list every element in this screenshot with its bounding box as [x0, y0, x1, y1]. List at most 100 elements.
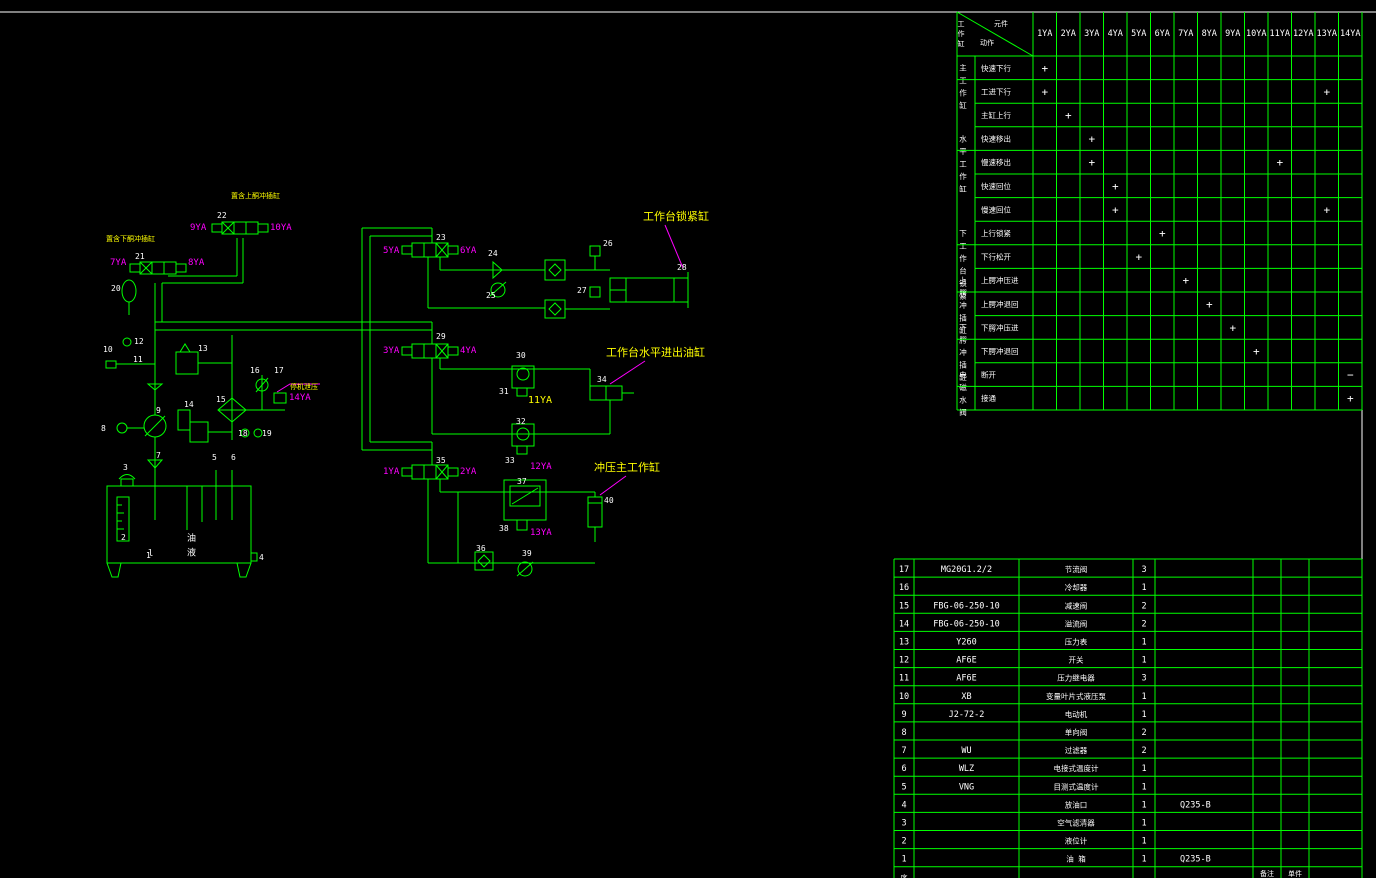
tag-15: 15 [216, 395, 226, 404]
part-code: WU [961, 746, 971, 756]
action-mark: + [1347, 392, 1354, 405]
sol-12ya: 12YA [530, 462, 552, 472]
valve-22 [211, 221, 269, 235]
footer-col-3: 单件 [1288, 869, 1302, 878]
part-qty: 1 [1141, 855, 1146, 865]
valve-23 [401, 242, 459, 258]
col-header-4ya: 4YA [1108, 29, 1123, 39]
part-qty: 1 [1141, 800, 1146, 810]
col-header-1ya: 1YA [1037, 29, 1052, 39]
part-name: 电动机 [1065, 709, 1088, 719]
sol-2ya: 2YA [460, 467, 477, 477]
tag-35: 35 [436, 456, 446, 465]
pump-motor [116, 283, 167, 486]
hydraulic-schematic: 油 液 l [105, 221, 689, 578]
part-name: 压力继电器 [1057, 673, 1095, 683]
tag-17: 17 [274, 366, 284, 375]
part-no: 3 [901, 818, 906, 828]
part-code: J2-72-2 [949, 710, 985, 720]
action-label: 慢速回位 [981, 204, 1011, 214]
action-label: 断开 [981, 370, 996, 380]
part-name: 开关 [1069, 655, 1085, 665]
action-mark: + [1112, 180, 1119, 193]
tag-18: 18 [238, 429, 248, 438]
corner-left-label: 工作缸 [957, 20, 965, 50]
callout-lock-cylinder: 工作台锁紧缸 [643, 209, 709, 223]
callout-horizontal-cylinder: 工作台水平进出油缸 [606, 345, 705, 359]
part-code: XB [961, 692, 971, 702]
col-header-10ya: 10YA [1246, 29, 1266, 39]
col-header-3ya: 3YA [1084, 29, 1099, 39]
part-qty: 2 [1141, 728, 1146, 738]
part-code: AF6E [956, 656, 976, 666]
part-qty: 2 [1141, 601, 1146, 611]
tag-14: 14 [184, 400, 194, 409]
tag-32: 32 [516, 417, 526, 426]
part-name: 目测式温度计 [1054, 781, 1099, 791]
action-mark: + [1323, 85, 1330, 98]
action-mark: + [1229, 321, 1236, 334]
tank-level: l [148, 549, 153, 559]
part-name: 放油口 [1065, 799, 1088, 809]
callout-press-cylinder: 冲压主工作缸 [594, 460, 660, 474]
part-no: 7 [901, 746, 906, 756]
tank-label: 油 液 [185, 532, 196, 557]
col-header-14ya: 14YA [1340, 29, 1360, 39]
part-code: AF6E [956, 674, 976, 684]
col-header-8ya: 8YA [1202, 29, 1217, 39]
part-qty: 1 [1141, 818, 1146, 828]
part-no: 4 [901, 800, 906, 810]
part-qty: 1 [1141, 837, 1146, 847]
sol-4ya: 4YA [460, 346, 477, 356]
action-mark: + [1276, 156, 1283, 169]
col-header-2ya: 2YA [1061, 29, 1076, 39]
tag-30: 30 [516, 351, 526, 360]
tag-7: 7 [156, 451, 161, 460]
part-qty: 3 [1141, 565, 1146, 575]
action-label: 接通 [981, 393, 996, 403]
part-qty: 3 [1141, 674, 1146, 684]
action-label: 慢速移出 [981, 157, 1011, 167]
action-label: 上行锁紧 [981, 228, 1011, 238]
action-mark: + [1041, 62, 1048, 75]
part-qty: 1 [1141, 710, 1146, 720]
sol-6ya: 6YA [460, 246, 477, 256]
action-label: 快速移出 [981, 134, 1011, 144]
group-label: 水平工作缸 [958, 133, 967, 197]
tag-38: 38 [499, 524, 509, 533]
col-header-9ya: 9YA [1225, 29, 1240, 39]
tag-39: 39 [522, 549, 532, 558]
action-mark: + [1323, 203, 1330, 216]
part-name: 油 箱 [1066, 854, 1086, 864]
footer-col-2: 备注 [1260, 869, 1274, 878]
part-no: 6 [901, 764, 906, 774]
part-no: 11 [899, 674, 909, 684]
valve-29 [401, 343, 459, 359]
sol-10ya: 10YA [270, 223, 292, 233]
part-name: 节流阀 [1065, 564, 1088, 574]
part-no: 9 [901, 710, 906, 720]
action-label: 下腭冲退回 [981, 346, 1019, 356]
part-qty: 1 [1141, 692, 1146, 702]
sol-9ya: 9YA [190, 223, 207, 233]
group-label: 下腭冲插缸 [958, 323, 967, 386]
tag-34: 34 [597, 375, 607, 384]
sol-13ya: 13YA [530, 528, 552, 538]
label-lower-eject: 置含下酮冲插缸 [106, 234, 155, 243]
col-header-12ya: 12YA [1293, 29, 1313, 39]
part-name: 减速阀 [1065, 600, 1088, 610]
part-qty: 2 [1141, 619, 1146, 629]
tag-23: 23 [436, 233, 446, 242]
part-name: 单向阀 [1065, 727, 1088, 737]
part-no: 12 [899, 656, 909, 666]
tag-4: 4 [259, 553, 264, 562]
part-material: Q235-B [1180, 855, 1211, 865]
part-qty: 1 [1141, 764, 1146, 774]
part-material: Q235-B [1180, 800, 1211, 810]
tag-22: 22 [217, 211, 227, 220]
col-header-5ya: 5YA [1131, 29, 1146, 39]
tag-20: 20 [111, 284, 121, 293]
part-code: VNG [959, 782, 974, 792]
action-mark: + [1088, 156, 1095, 169]
label-upper-eject: 置含上酮冲插缸 [231, 191, 280, 200]
